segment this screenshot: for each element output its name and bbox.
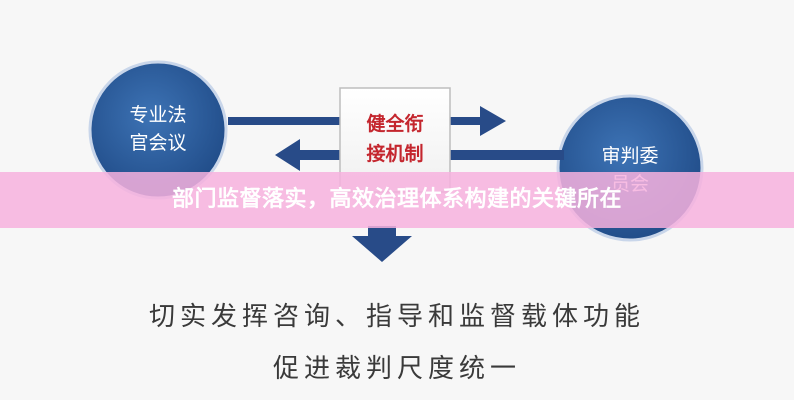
left-node-line2: 官会议 [129,132,187,154]
right-node-line1: 审判委 [601,145,659,167]
arrow-down [352,226,412,262]
connector-right-lower [450,150,564,160]
arrow-left-bottom [275,139,342,171]
left-node-line1: 专业法 [129,104,187,126]
center-box-line2: 接机制 [366,143,424,165]
center-box-line1: 健全衔 [366,113,424,135]
banner-title: 部门监督落实，高效治理体系构建的关键所在 [171,187,622,212]
outcome-line-2: 促进裁判尺度统一 [272,354,521,384]
title-banner [0,172,794,228]
center-box-label: 健全衔 接机制 [340,109,450,169]
outcome-line-1: 切实发挥咨询、指导和监督载体功能 [148,302,645,332]
left-node-label: 专业法 官会议 [98,101,218,157]
